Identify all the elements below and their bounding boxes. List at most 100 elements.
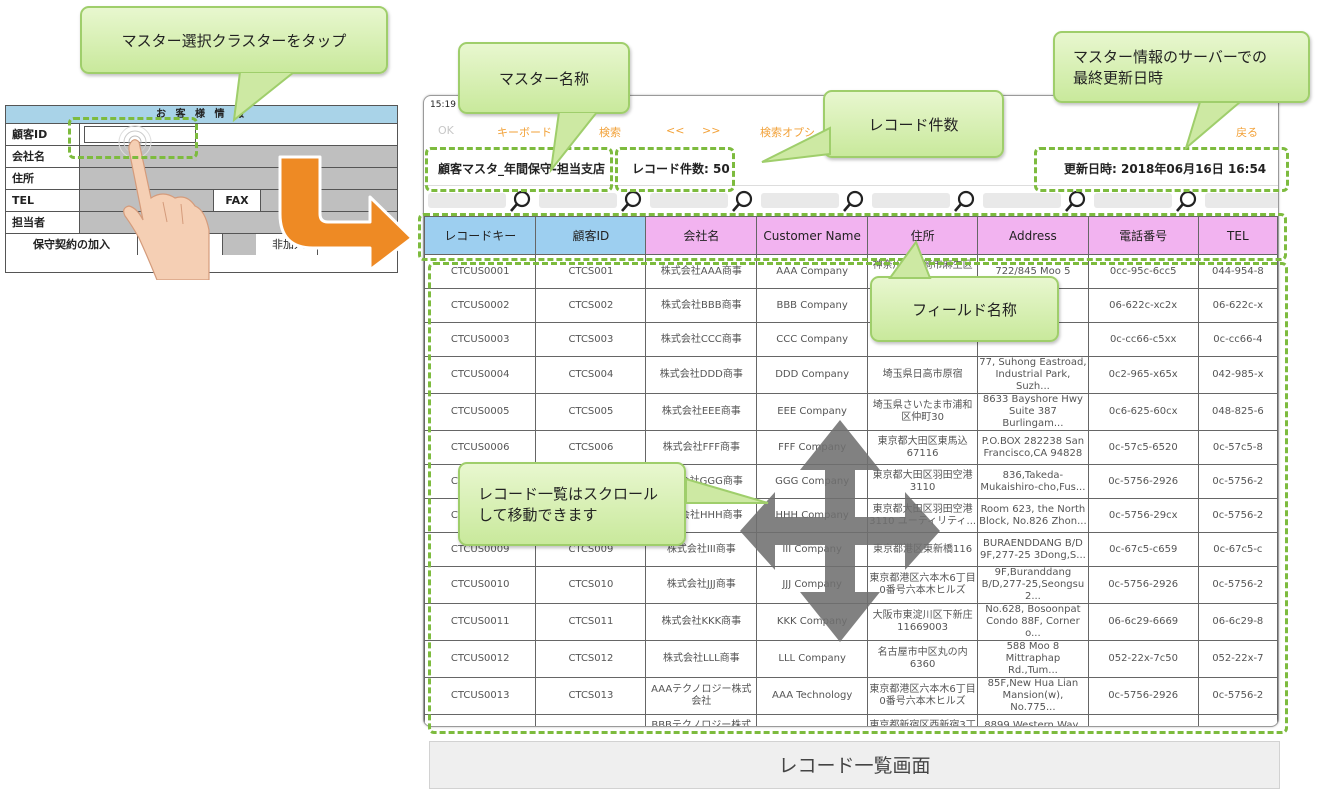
table-cell: CTCUS0011 bbox=[424, 603, 537, 641]
column-search-field[interactable] bbox=[1205, 193, 1278, 208]
table-cell: 東京都大田区東馬込67116 bbox=[867, 430, 979, 465]
table-cell: P.O.BOX 282238 San Francisco,CA 94828 bbox=[977, 430, 1089, 465]
column-search-box bbox=[1203, 190, 1278, 210]
column-search-box bbox=[981, 190, 1087, 212]
label-customer-id: 顧客ID bbox=[6, 124, 80, 145]
search-icon[interactable] bbox=[843, 190, 865, 212]
search-icon[interactable] bbox=[1065, 190, 1087, 212]
callout-tail-master bbox=[549, 112, 599, 174]
callout-scroll-note-text: レコード一覧はスクロール して移動できます bbox=[478, 485, 659, 524]
table-cell: 0c-cc66-4 bbox=[1197, 714, 1278, 726]
highlight-field-names bbox=[418, 213, 1287, 261]
table-cell: CTCS012 bbox=[535, 640, 647, 678]
highlight-master-name bbox=[425, 147, 613, 192]
column-header[interactable]: TEL bbox=[1197, 216, 1278, 255]
caption: レコード一覧画面 bbox=[429, 741, 1280, 789]
table-cell: 0c-5756-29cx bbox=[1087, 498, 1199, 533]
table-cell: 836,Takeda-Mukaishiro-cho,Fus... bbox=[977, 464, 1089, 499]
table-cell: 0c-5756-2926 bbox=[1087, 566, 1199, 604]
label-rep: 担当者 bbox=[6, 212, 80, 233]
table-cell: 06-622c-xc2x bbox=[1087, 288, 1199, 323]
search-row bbox=[424, 186, 1278, 212]
column-search-field[interactable] bbox=[983, 193, 1061, 208]
search-icon[interactable] bbox=[1176, 190, 1198, 212]
column-header[interactable]: 会社名 bbox=[645, 216, 758, 255]
column-search-box bbox=[1092, 190, 1198, 212]
column-search-field[interactable] bbox=[428, 193, 506, 208]
column-header[interactable]: 顧客ID bbox=[535, 216, 647, 255]
column-search-box bbox=[648, 190, 754, 212]
highlight-cluster bbox=[68, 117, 198, 159]
ok-button[interactable]: OK bbox=[438, 124, 454, 137]
table-cell: 0c-67c5-c bbox=[1197, 532, 1278, 567]
table-cell: AAAテクノロジー株式会社 bbox=[645, 677, 758, 715]
callout-master-name: マスター名称 bbox=[458, 42, 630, 114]
table-cell: 0c-5756-2 bbox=[1197, 464, 1278, 499]
table-cell: 埼玉県さいたま市浦和区仲町30 bbox=[867, 393, 979, 431]
column-search-box bbox=[537, 190, 643, 212]
back-button[interactable]: 戻る bbox=[1236, 126, 1258, 139]
table-cell: 株式会社CCC商事 bbox=[645, 322, 758, 357]
table-cell: CTCS014 bbox=[535, 714, 647, 726]
table-cell: 052-22x-7 bbox=[1197, 640, 1278, 678]
table-cell: 8633 Bayshore Hwy Suite 387 Burlingam... bbox=[977, 393, 1089, 431]
table-cell: CTCUS0005 bbox=[424, 393, 537, 431]
label-fax: FAX bbox=[213, 190, 261, 211]
prev-button[interactable]: << bbox=[666, 124, 685, 137]
column-search-field[interactable] bbox=[539, 193, 617, 208]
column-header[interactable]: レコードキー bbox=[424, 216, 537, 255]
column-search-field[interactable] bbox=[1094, 193, 1172, 208]
column-header[interactable]: Address bbox=[977, 216, 1089, 255]
label-address: 住所 bbox=[6, 168, 80, 189]
callout-last-update-text: マスター情報のサーバーでの 最終更新日時 bbox=[1073, 48, 1267, 87]
turn-arrow-icon bbox=[278, 155, 414, 272]
master-name: 顧客マスタ_年間保守-担当支店 bbox=[438, 162, 605, 176]
table-cell: BURAENDDANG B/D 9F,277-25 3Dong,S... bbox=[977, 532, 1089, 567]
callout-record-count: レコード件数 bbox=[823, 90, 1004, 158]
next-button[interactable]: >> bbox=[702, 124, 721, 137]
table-cell: 株式会社DDD商事 bbox=[645, 356, 758, 394]
column-header[interactable]: Customer Name bbox=[756, 216, 869, 255]
column-search-box bbox=[870, 190, 976, 212]
keyboard-button[interactable]: キーボード bbox=[497, 126, 552, 139]
column-search-field[interactable] bbox=[650, 193, 728, 208]
table-cell: BBBテクノロジー株式会社 bbox=[645, 714, 758, 726]
record-count: レコード件数: 50 bbox=[632, 162, 730, 176]
table-cell: CTCS006 bbox=[535, 430, 647, 465]
table-cell: CTCUS0012 bbox=[424, 640, 537, 678]
callout-tail-tap bbox=[232, 72, 296, 122]
column-header[interactable]: 住所 bbox=[867, 216, 979, 255]
table-cell: 大阪市東淀川区下新庄11669003 bbox=[867, 603, 979, 641]
table-row[interactable]: CTCUS0014CTCS014BBBテクノロジー株式会社BBB Technol… bbox=[424, 714, 1278, 726]
callout-field-name-text: フィールド名称 bbox=[912, 300, 1017, 319]
table-cell: CTCUS0006 bbox=[424, 430, 537, 465]
table-cell: EEE Company bbox=[756, 393, 869, 431]
status-bar: 15:19 bbox=[424, 96, 1278, 120]
column-header[interactable]: 電話番号 bbox=[1087, 216, 1199, 255]
callout-record-count-text: レコード件数 bbox=[868, 115, 959, 134]
table-cell: 埼玉県日高市原宿 bbox=[867, 356, 979, 394]
table-cell: 052-22x-7c50 bbox=[1087, 640, 1199, 678]
column-search-field[interactable] bbox=[761, 193, 839, 208]
table-cell: CTCS011 bbox=[535, 603, 647, 641]
callout-tap-cluster: マスター選択クラスターをタップ bbox=[80, 6, 388, 74]
table-cell: CTCS002 bbox=[535, 288, 647, 323]
table-cell: 06-6c29-8 bbox=[1197, 603, 1278, 641]
table-cell: CTCS004 bbox=[535, 356, 647, 394]
column-search-field[interactable] bbox=[872, 193, 950, 208]
search-options-button[interactable]: 検索オプシ bbox=[760, 126, 815, 139]
search-button[interactable]: 検索 bbox=[599, 126, 621, 139]
search-icon[interactable] bbox=[732, 190, 754, 212]
search-icon[interactable] bbox=[954, 190, 976, 212]
table-cell: 0c-67c5-c659 bbox=[1087, 532, 1199, 567]
search-icon[interactable] bbox=[510, 190, 532, 212]
table-cell: 9F,Buranddang B/D,277-25,Seongsu 2... bbox=[977, 566, 1089, 604]
search-icon[interactable] bbox=[621, 190, 643, 212]
